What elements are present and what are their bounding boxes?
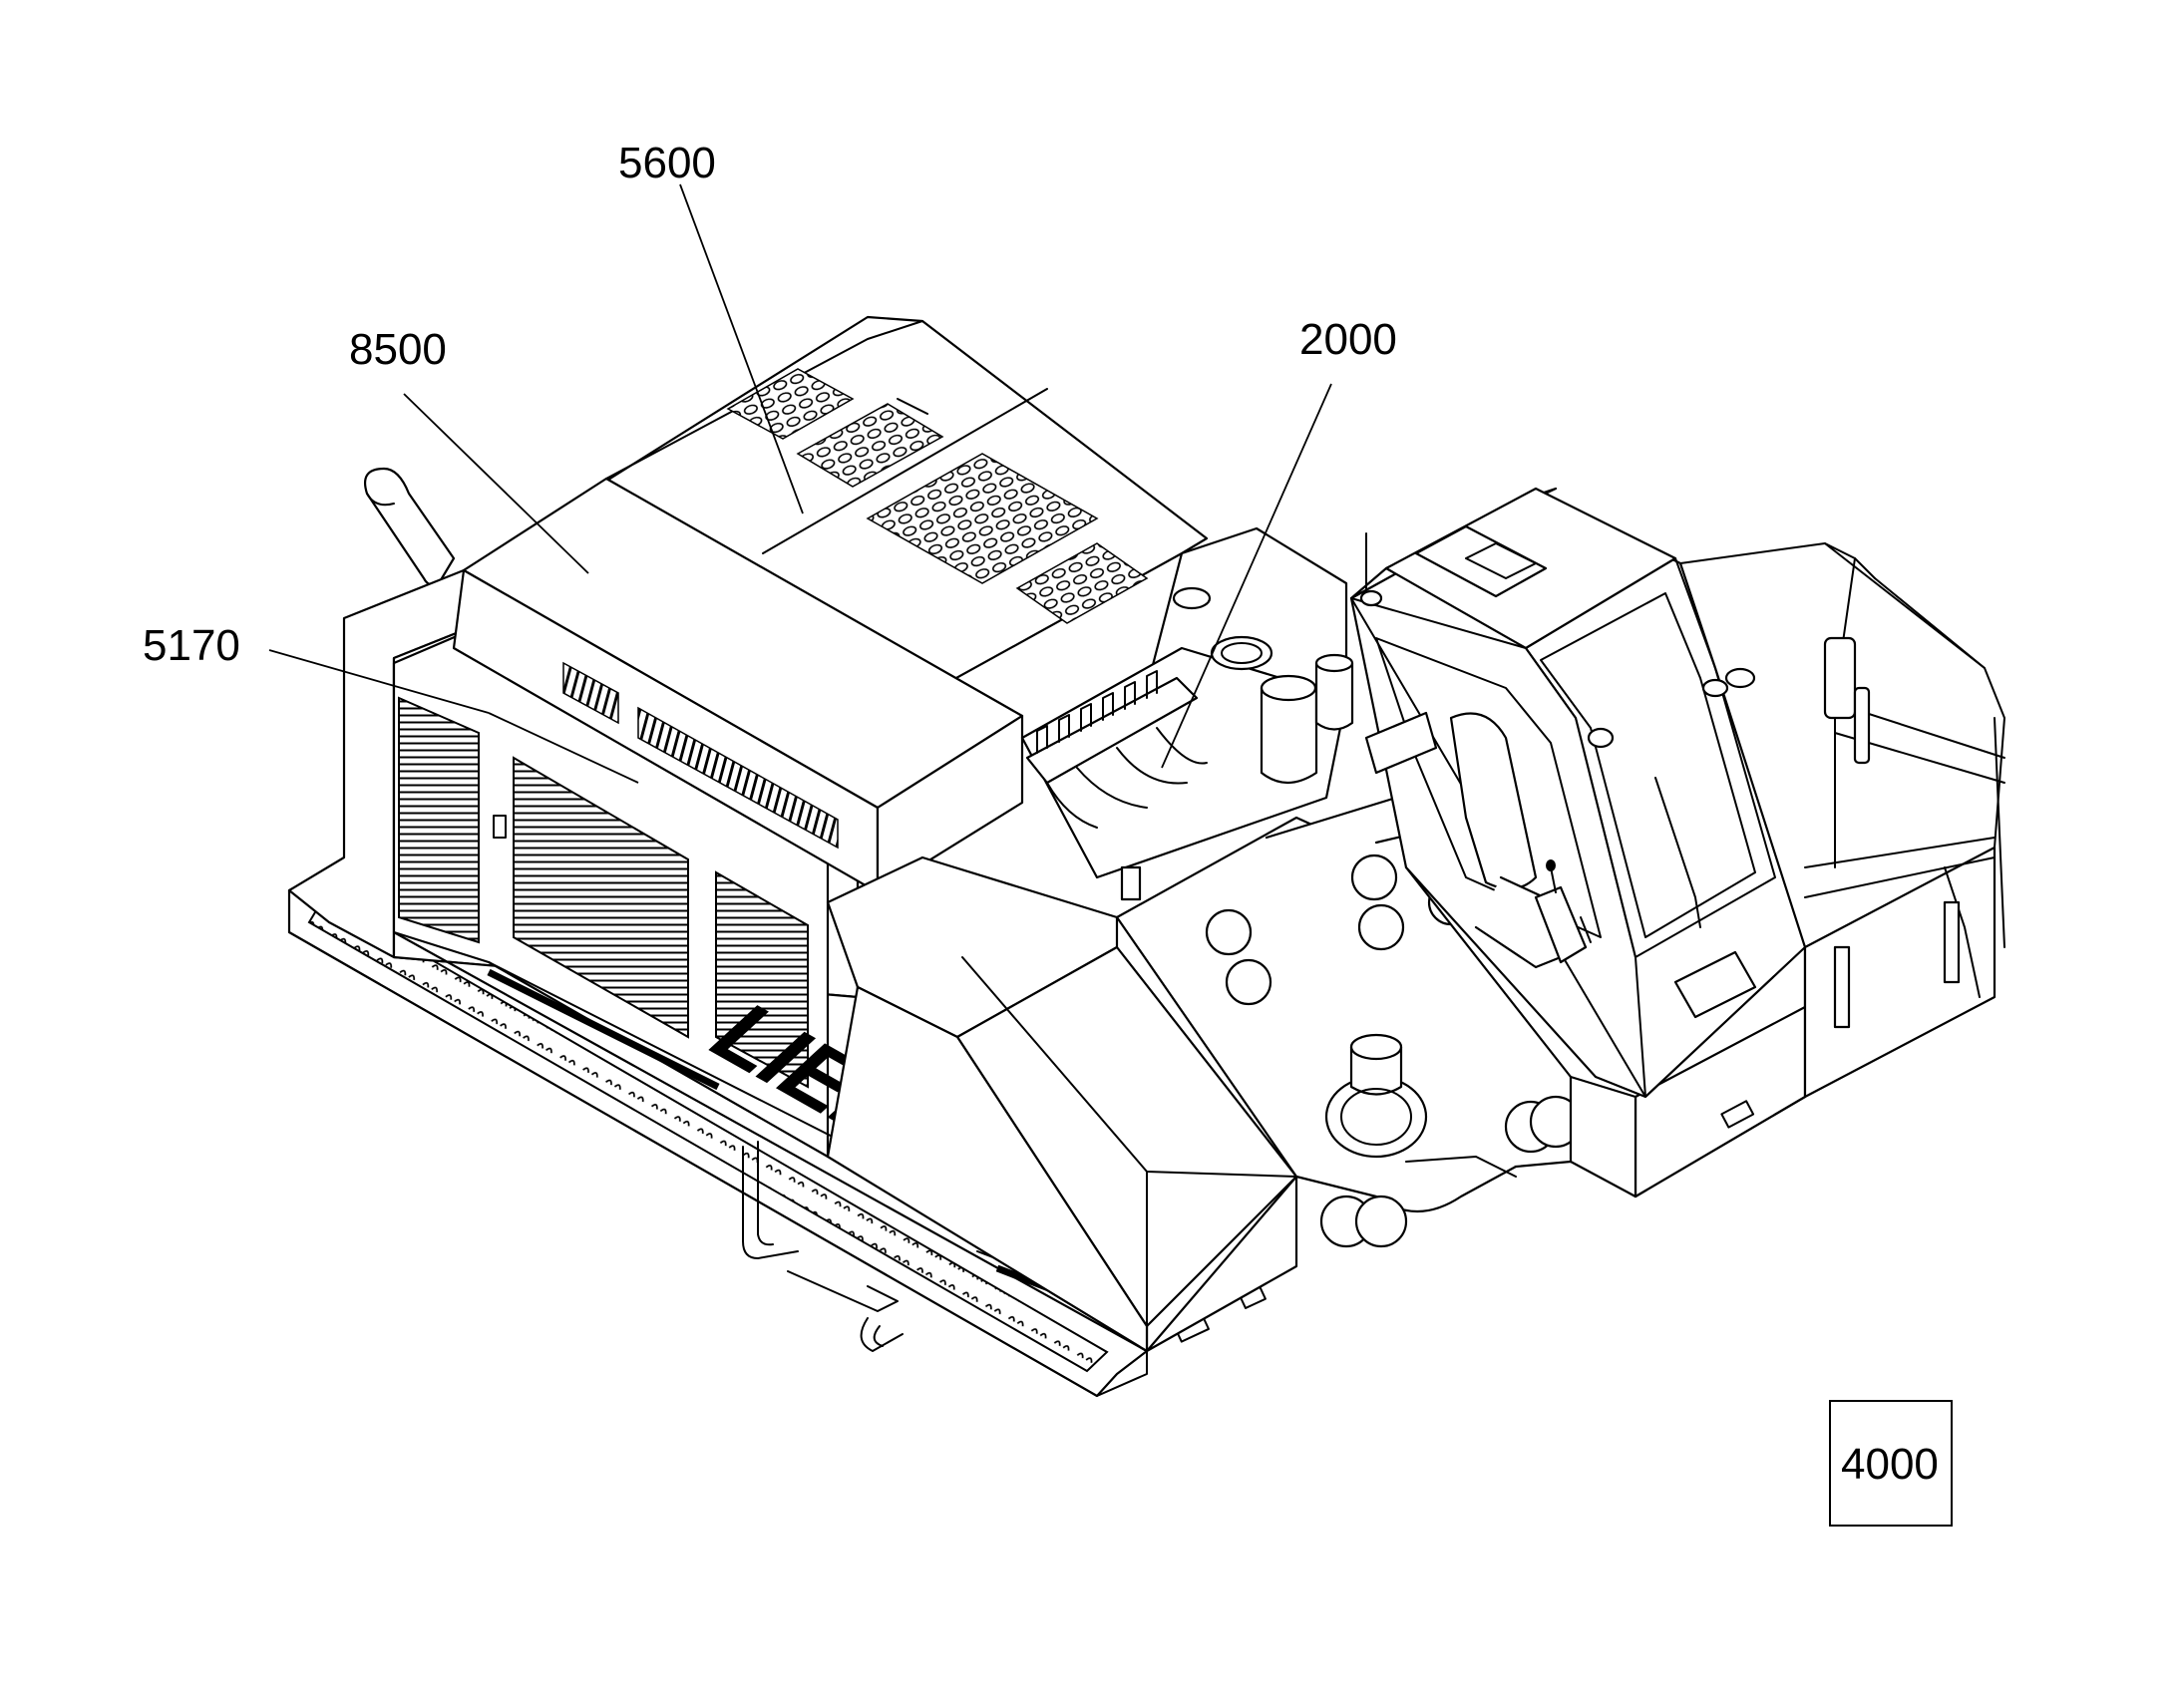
exhaust-stack <box>363 467 456 586</box>
leader-5600 <box>679 183 804 514</box>
leader-8500 <box>403 393 589 574</box>
valve-block <box>1025 670 1208 829</box>
swing-motor <box>1324 1033 1428 1159</box>
leader-5170-b <box>488 712 639 784</box>
callout-leaders <box>268 183 1332 784</box>
callout-4000-box <box>1829 1400 1953 1527</box>
rear-railing <box>1679 542 2005 1029</box>
boom-foot <box>1115 796 1600 1248</box>
operator-cab <box>1349 487 1807 1099</box>
callout-8500: 8500 <box>349 325 447 374</box>
cooler-housing <box>452 477 1024 894</box>
callout-2000: 2000 <box>1299 315 1397 364</box>
front-side-box <box>826 855 1298 1353</box>
ladder-handrail <box>742 1141 904 1352</box>
leader-5170-a <box>268 649 490 714</box>
small-canister <box>1120 865 1142 901</box>
callout-labels: 5600 8500 2000 5170 4000 <box>143 139 1953 1527</box>
callout-4000: 4000 <box>1841 1440 1939 1489</box>
callout-5600: 5600 <box>618 139 716 187</box>
hydraulic-tank-area <box>1020 526 1354 879</box>
callout-5170: 5170 <box>143 621 240 670</box>
leader-2000 <box>1161 383 1332 769</box>
machine-drawing: LIEBHERR <box>287 315 2005 1398</box>
